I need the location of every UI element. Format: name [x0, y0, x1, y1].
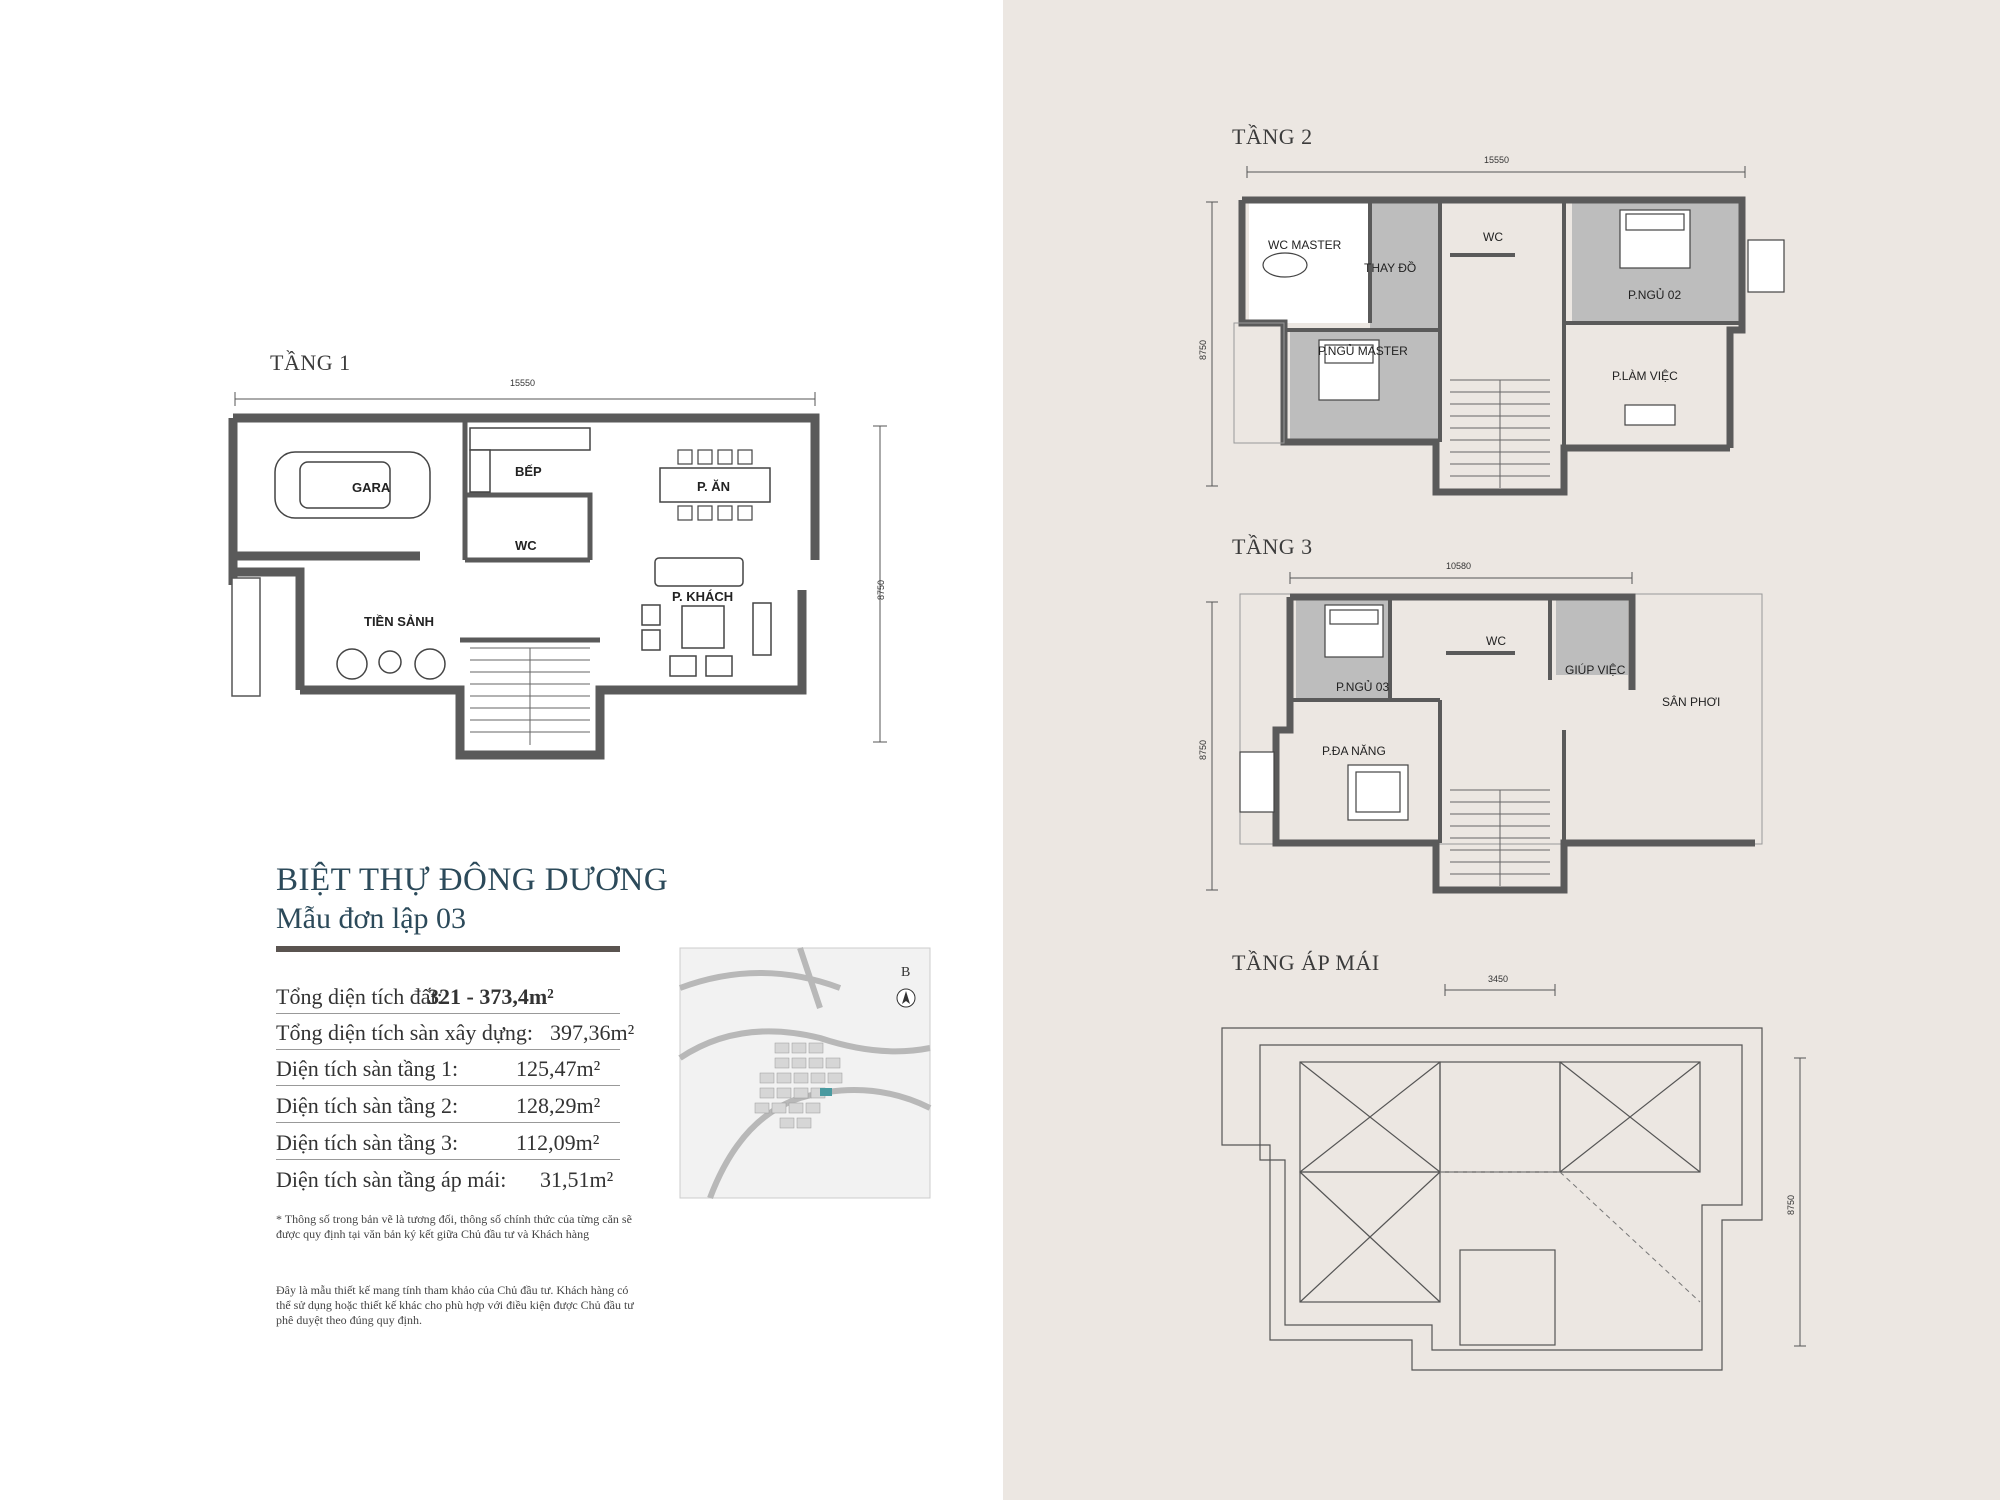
floor3-room-ngu03: P.NGỦ 03 — [1336, 679, 1389, 694]
floor2-room-lam-viec: P.LÀM VIỆC — [1612, 368, 1678, 383]
floor2-title: TẦNG 2 — [1232, 124, 1313, 149]
floor1-dim-height: 8750 — [876, 580, 886, 600]
title-divider — [276, 946, 620, 952]
floor3-room-wc: WC — [1486, 634, 1506, 648]
spec-row: Diện tích sàn tầng 1:125,47m² — [276, 1056, 601, 1081]
floor1-title: TẦNG 1 — [270, 350, 351, 375]
floor1-room-wc: WC — [515, 538, 537, 553]
floor1-room-gara: GARA — [352, 480, 391, 495]
floor3-room-san-phoi: SÂN PHƠI — [1662, 694, 1720, 709]
floor2-room-wc-master: WC MASTER — [1268, 238, 1342, 252]
location-map: B — [678, 947, 932, 1200]
floor3-room-da-nang: P.ĐA NĂNG — [1322, 743, 1386, 758]
compass-label: B — [901, 965, 910, 980]
floor2-room-wc: WC — [1483, 230, 1503, 244]
roof-title: TẦNG ÁP MÁI — [1232, 950, 1380, 975]
spec-divider — [276, 1085, 620, 1086]
left-panel — [0, 0, 1003, 1500]
floor2-dim-width: 15550 — [1484, 155, 1509, 165]
spec-row: Diện tích sàn tầng 2:128,29m² — [276, 1093, 601, 1118]
roof-dim-width: 3450 — [1488, 974, 1508, 984]
floor3-dim-width: 10580 — [1446, 561, 1471, 571]
spec-divider — [276, 1122, 620, 1123]
floor2-room-thay-do: THAY ĐỒ — [1364, 260, 1416, 275]
floor3-title: TẦNG 3 — [1232, 534, 1313, 559]
spec-row: Tổng diện tích sàn xây dựng:397,36m² — [276, 1020, 635, 1045]
floor1-room-tien-sanh: TIỀN SẢNH — [364, 614, 434, 629]
note-reference: Đây là mẫu thiết kế mang tính tham khảo … — [276, 1283, 634, 1327]
spec-divider — [276, 1159, 620, 1160]
floor3-dim-height: 8750 — [1198, 740, 1208, 760]
note-disclaimer: * Thông số trong bản vẽ là tương đối, th… — [276, 1212, 632, 1241]
floor2-room-ngu-master: P.NGỦ MASTER — [1318, 343, 1408, 358]
floor1-room-an: P. ĂN — [697, 479, 730, 494]
spec-divider — [276, 1013, 620, 1014]
floor1-room-khach: P. KHÁCH — [672, 589, 733, 604]
floor2-room-ngu02: P.NGỦ 02 — [1628, 287, 1681, 302]
floor3-room-giup-viec: GIÚP VIỆC — [1565, 662, 1626, 677]
floor1-dim-width: 15550 — [510, 378, 535, 388]
spec-divider — [276, 1049, 620, 1050]
floor1-room-bep: BẾP — [515, 464, 542, 479]
spec-row: Tổng diện tích đất:321 - 373,4m² — [276, 984, 554, 1009]
spec-row: Diện tích sàn tầng 3:112,09m² — [276, 1130, 600, 1155]
floor2-dim-height: 8750 — [1198, 340, 1208, 360]
project-title: BIỆT THỰ ĐÔNG DƯƠNG — [276, 862, 669, 898]
roof-dim-height: 8750 — [1786, 1195, 1796, 1215]
project-subtitle: Mẫu đơn lập 03 — [276, 902, 467, 935]
spec-row: Diện tích sàn tầng áp mái:31,51m² — [276, 1167, 614, 1192]
